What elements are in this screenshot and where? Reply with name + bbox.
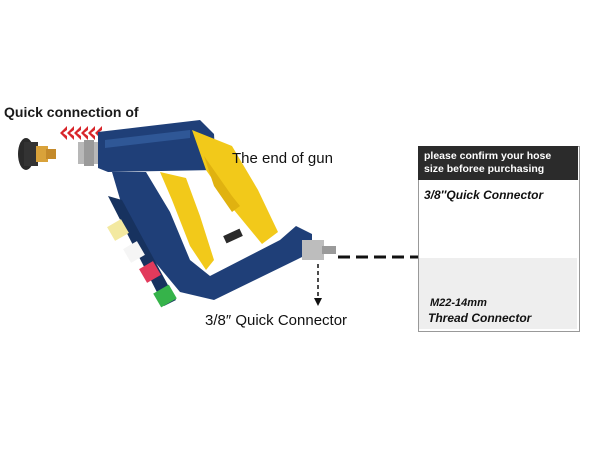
quick-connector-label: 3/8″ Quick Connector xyxy=(205,312,348,329)
panel-row-quick xyxy=(419,181,577,255)
quick-connection-label: Quick connection of xyxy=(4,104,139,120)
gun-end-label: The end of gun xyxy=(232,150,333,167)
panel-quick-connector-label: 3/8″Quick Connector xyxy=(424,188,544,202)
panel-thread-size-label: M22-14mm xyxy=(430,297,487,309)
panel-row-thread xyxy=(419,258,577,329)
spray-gun-icon xyxy=(78,120,336,308)
panel-thread-connector-label: Thread Connector xyxy=(428,311,532,325)
arrow-down-icon xyxy=(314,298,322,306)
panel-header: please confirm your hose size beforee pu… xyxy=(418,146,578,180)
nozzle-icon xyxy=(18,138,56,170)
double-chevron-icon xyxy=(60,126,102,140)
